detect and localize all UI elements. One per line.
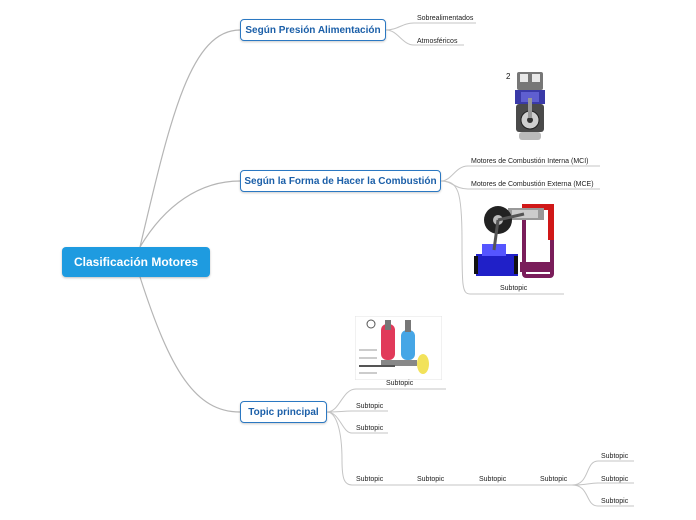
- subtopic-chain-child-1[interactable]: Subtopic: [601, 453, 629, 460]
- connector-central-to-branch-1: [139, 29, 241, 248]
- topic-segun-presion[interactable]: Según Presión Alimentación: [240, 19, 386, 41]
- subtopic-chain-2[interactable]: Subtopic: [417, 476, 445, 483]
- subtopic-mce[interactable]: Motores de Combustión Externa (MCE): [471, 181, 594, 188]
- subtopic-chain-child-3[interactable]: Subtopic: [601, 498, 629, 505]
- subtopic-chain-child-2[interactable]: Subtopic: [601, 476, 629, 483]
- topic-segun-forma-combustion[interactable]: Según la Forma de Hacer la Combustión: [240, 170, 441, 192]
- subtopic-atmosfericos[interactable]: Atmosféricos: [417, 38, 458, 45]
- image-number-label: 2: [506, 72, 511, 81]
- connector-central-to-branch-3: [139, 276, 241, 413]
- subtopic-chain-4[interactable]: Subtopic: [540, 476, 568, 483]
- subtopic-chain-1[interactable]: Subtopic: [356, 476, 384, 483]
- subtopic-sobrealimentados[interactable]: Sobrealimentados: [417, 15, 474, 22]
- engine-piston-image: 2: [505, 70, 555, 150]
- stirling-diagram-image: [354, 315, 443, 381]
- subtopic-branch2-generic[interactable]: Subtopic: [500, 285, 528, 292]
- subtopic-mci[interactable]: Motores de Combustión Interna (MCI): [471, 158, 589, 165]
- topic-principal[interactable]: Topic principal: [240, 401, 327, 423]
- subtopic-branch3-2[interactable]: Subtopic: [356, 403, 384, 410]
- subtopic-branch3-image[interactable]: Subtopic: [386, 380, 414, 387]
- central-topic[interactable]: Clasificación Motores: [62, 247, 210, 277]
- stirling-engine-image: [472, 200, 558, 280]
- connector-central-to-branch-2: [139, 180, 241, 248]
- subtopic-chain-3[interactable]: Subtopic: [479, 476, 507, 483]
- subtopic-branch3-3[interactable]: Subtopic: [356, 425, 384, 432]
